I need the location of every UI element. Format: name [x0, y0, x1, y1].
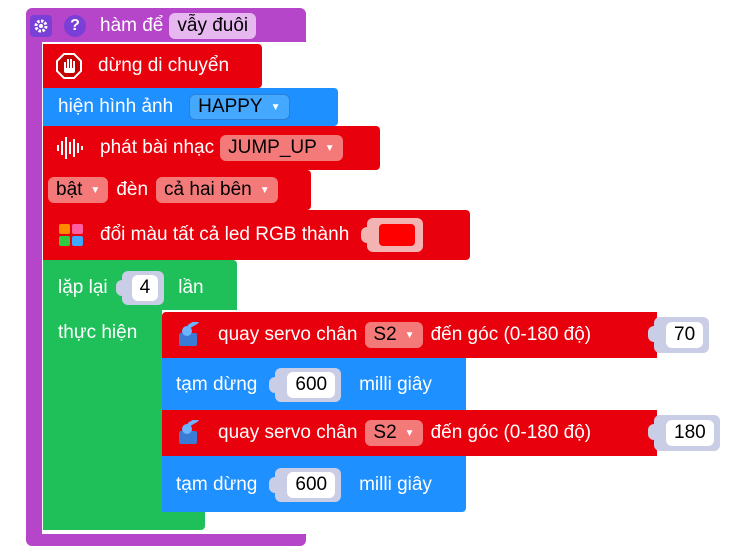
pause2-label: tạm dừng [176, 474, 258, 495]
function-name-field[interactable]: vẫy đuôi [169, 13, 257, 39]
servo1-pin-dropdown[interactable]: S2 ▼ [365, 322, 423, 348]
function-title: hàm để [100, 15, 164, 36]
servo2-label: quay servo chân [218, 422, 358, 443]
pause1-value-slot[interactable]: 600 [269, 368, 342, 402]
play-music-label: phát bài nhạc [100, 137, 215, 158]
help-icon[interactable]: ? [64, 15, 86, 37]
servo1-label: quay servo chân [218, 324, 358, 345]
repeat-do-label: thực hiện [58, 322, 138, 343]
chevron-down-icon: ▼ [270, 101, 281, 113]
servo2-angle-slot[interactable]: 180 [648, 415, 720, 451]
pause1-value-input[interactable]: 600 [287, 372, 336, 398]
pause2-value-slot[interactable]: 600 [269, 468, 342, 502]
rgb-color-slot[interactable] [361, 218, 424, 252]
light-label: đèn [116, 179, 149, 200]
gear-icon[interactable] [30, 15, 52, 37]
servo-icon [176, 322, 202, 348]
show-image-label: hiện hình ảnh [58, 96, 174, 117]
repeat-label: lặp lại [58, 277, 108, 298]
light-action-value: bật [56, 179, 83, 200]
servo1-angle-slot[interactable]: 70 [647, 317, 710, 353]
servo2-angle-input[interactable]: 180 [666, 420, 714, 446]
servo2-pin-value: S2 [373, 422, 397, 443]
chevron-down-icon: ▼ [90, 184, 101, 196]
repeat-unit: lần [178, 277, 204, 298]
rgb-color-swatch[interactable] [379, 224, 416, 246]
repeat-count-slot[interactable]: 4 [115, 271, 165, 305]
pause1-label: tạm dừng [176, 374, 258, 395]
servo1-pin-value: S2 [373, 324, 397, 345]
pause1-unit: milli giây [359, 374, 432, 395]
servo2-label2: đến góc (0-180 độ) [430, 422, 592, 443]
rgb-label: đổi màu tất cả led RGB thành [100, 224, 350, 245]
rgb-led-icon [58, 223, 84, 247]
image-dropdown[interactable]: HAPPY ▼ [189, 94, 290, 120]
sound-wave-icon [56, 136, 84, 160]
image-dropdown-value: HAPPY [198, 96, 263, 117]
light-side-value: cả hai bên [164, 179, 252, 200]
chevron-down-icon: ▼ [259, 184, 270, 196]
music-dropdown-value: JUMP_UP [228, 137, 317, 158]
chevron-down-icon: ▼ [324, 142, 335, 154]
servo2-pin-dropdown[interactable]: S2 ▼ [365, 420, 423, 446]
music-dropdown[interactable]: JUMP_UP ▼ [220, 135, 343, 161]
stop-move-label: dừng di chuyển [98, 55, 230, 76]
servo1-label2: đến góc (0-180 độ) [430, 324, 592, 345]
chevron-down-icon: ▼ [404, 329, 415, 341]
servo-icon [176, 420, 202, 446]
stop-hand-icon [56, 53, 82, 79]
repeat-block-foot [43, 512, 205, 530]
servo1-angle-input[interactable]: 70 [666, 322, 704, 348]
light-side-dropdown[interactable]: cả hai bên ▼ [156, 177, 278, 203]
chevron-down-icon: ▼ [404, 427, 415, 439]
repeat-block-arm [43, 310, 162, 530]
light-action-dropdown[interactable]: bật ▼ [48, 177, 109, 203]
pause2-unit: milli giây [359, 474, 432, 495]
repeat-count-input[interactable]: 4 [131, 275, 159, 301]
pause2-value-input[interactable]: 600 [287, 472, 336, 498]
